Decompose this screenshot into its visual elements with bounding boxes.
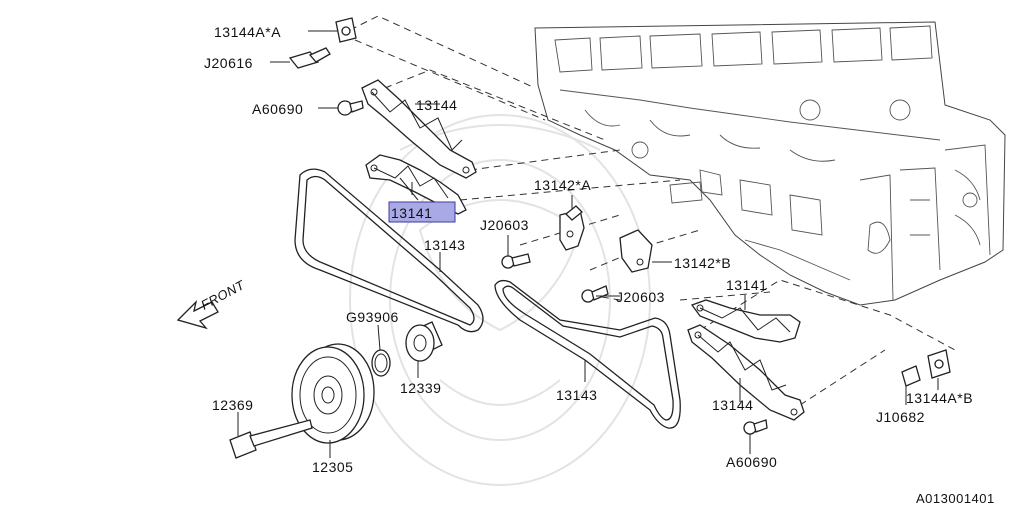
- part-12369-crank-bolt[interactable]: [229, 412, 313, 459]
- part-j20616-bolt[interactable]: [270, 47, 331, 69]
- label-13143-top[interactable]: 13143: [424, 237, 465, 253]
- label-13141-top[interactable]: 13141: [391, 205, 432, 221]
- part-13142a-tensioner[interactable]: [559, 200, 585, 251]
- label-j10682[interactable]: J10682: [876, 409, 925, 425]
- part-13144a-a-sensor[interactable]: [308, 17, 357, 43]
- label-13144-top[interactable]: 13144: [416, 97, 457, 113]
- label-13141-right[interactable]: 13141: [726, 277, 767, 293]
- part-g93906-o-ring[interactable]: [371, 324, 391, 377]
- part-a60690-bottom-bolt[interactable]: [743, 419, 768, 454]
- part-13141-top-tensioner-lever[interactable]: [365, 154, 467, 215]
- label-a60690-bottom[interactable]: A60690: [726, 454, 777, 470]
- label-12339[interactable]: 12339: [400, 380, 441, 396]
- label-j20603-b[interactable]: J20603: [616, 289, 665, 305]
- part-j20603-bolt-b[interactable]: [581, 285, 614, 303]
- engine-cylinder-head: [534, 21, 1006, 306]
- part-13144-bottom-chain-guide[interactable]: [687, 324, 805, 421]
- label-12369[interactable]: 12369: [212, 397, 253, 413]
- label-13142a[interactable]: 13142*A: [534, 177, 591, 193]
- part-13141-right-tensioner-lever[interactable]: [690, 295, 801, 343]
- label-j20616[interactable]: J20616: [204, 55, 253, 71]
- label-13144a-b[interactable]: 13144A*B: [906, 390, 973, 406]
- label-13142b[interactable]: 13142*B: [674, 255, 731, 271]
- label-13143-bottom[interactable]: 13143: [556, 387, 597, 403]
- label-j20603-a[interactable]: J20603: [480, 217, 529, 233]
- leader-lines: [411, 182, 741, 402]
- part-12305-crank-pulley[interactable]: [291, 343, 375, 458]
- part-13144-top-chain-guide[interactable]: [361, 79, 477, 179]
- label-g93906[interactable]: G93906: [346, 309, 399, 325]
- highlight-box-13141: [388, 201, 456, 223]
- front-arrow-icon: [176, 299, 219, 330]
- part-j10682-bolt[interactable]: [901, 365, 921, 405]
- label-a60690-top[interactable]: A60690: [252, 101, 303, 117]
- part-13143-right-timing-chain[interactable]: [494, 279, 681, 429]
- part-13144a-b-sensor[interactable]: [927, 349, 951, 390]
- label-front: FRONT: [198, 277, 247, 313]
- part-a60690-top-bolt[interactable]: [318, 100, 364, 116]
- part-13142b-tensioner[interactable]: [619, 229, 672, 273]
- diagram-id: A013001401: [916, 491, 995, 506]
- part-j20603-bolt-a[interactable]: [501, 235, 531, 269]
- label-12305[interactable]: 12305: [312, 459, 353, 475]
- label-13144-bottom[interactable]: 13144: [712, 397, 753, 413]
- label-13144a-a[interactable]: 13144A*A: [214, 24, 281, 40]
- watermark-emblem: [349, 114, 651, 486]
- part-12339-crank-sprocket[interactable]: [405, 321, 443, 378]
- part-13143-left-timing-chain[interactable]: [294, 168, 484, 333]
